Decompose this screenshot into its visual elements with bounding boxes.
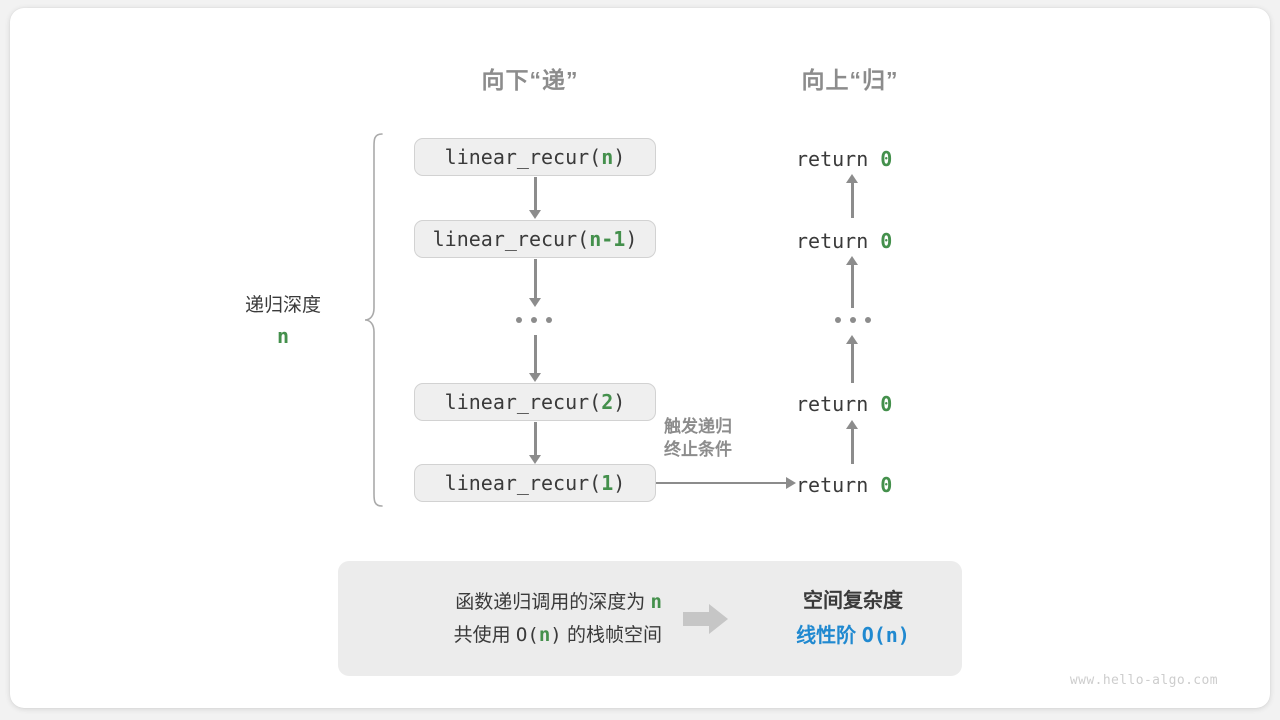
return-keyword: return	[796, 473, 869, 497]
watermark: www.hello-algo.com	[1069, 673, 1218, 688]
call-suffix: )	[613, 145, 626, 169]
recursion-depth-text: 递归深度	[244, 295, 321, 316]
summary-line-2-paren: )	[550, 623, 562, 646]
summary-result-value: 线性阶 O(n)	[744, 618, 962, 653]
summary-line-2: 共使用 O(n) 的栈帧空间	[338, 619, 662, 652]
return-value: 0	[880, 392, 893, 416]
call-suffix: )	[625, 227, 638, 251]
recursion-depth-brace	[364, 133, 383, 507]
call-suffix: )	[613, 471, 626, 495]
return-value: 0	[880, 147, 893, 171]
call-suffix: )	[613, 390, 626, 414]
summary-line-2-text: 共使用	[453, 624, 516, 646]
return-statement: return 0	[796, 147, 892, 171]
summary-line-1-n: n	[650, 590, 662, 613]
call-prefix: linear_recur(	[444, 145, 602, 169]
return-keyword: return	[796, 392, 869, 416]
dot-icon	[865, 317, 871, 323]
return-value: 0	[880, 229, 893, 253]
summary-line-2-big-o: O(	[515, 623, 539, 646]
summary-result-complexity: O(n)	[861, 623, 910, 647]
termination-line-1: 触发递归	[664, 417, 732, 436]
return-statement: return 0	[796, 473, 892, 497]
call-prefix: linear_recur(	[444, 390, 602, 414]
summary-result-prefix: 线性阶	[796, 625, 862, 647]
arrow-up-icon	[845, 174, 859, 218]
ellipsis-left	[516, 317, 552, 323]
return-statement: return 0	[796, 229, 892, 253]
return-value: 0	[880, 473, 893, 497]
call-prefix: linear_recur(	[432, 227, 590, 251]
arrow-down-icon	[528, 259, 542, 307]
call-frame-box[interactable]: linear_recur(n)	[414, 138, 656, 176]
recursion-depth-value: n	[276, 324, 290, 348]
arrow-up-icon	[845, 420, 859, 464]
call-prefix: linear_recur(	[444, 471, 602, 495]
heading-downward-recursion: 向下“递”	[481, 67, 579, 93]
call-arg: 2	[601, 390, 614, 414]
dot-icon	[850, 317, 856, 323]
call-arg: n-1	[589, 227, 626, 251]
summary-line-1-text: 函数递归调用的深度为	[455, 591, 651, 613]
termination-line-2: 终止条件	[664, 440, 732, 459]
return-keyword: return	[796, 147, 869, 171]
arrow-right-icon	[656, 476, 798, 490]
call-frame-box[interactable]: linear_recur(1)	[414, 464, 656, 502]
call-frame-box[interactable]: linear_recur(n-1)	[414, 220, 656, 258]
arrow-up-icon	[845, 256, 859, 308]
summary-arrow-container	[668, 603, 744, 635]
return-keyword: return	[796, 229, 869, 253]
call-arg: n	[601, 145, 614, 169]
summary-line-2-n: n	[538, 623, 551, 646]
return-statement: return 0	[796, 392, 892, 416]
summary-result-title: 空间复杂度	[803, 590, 903, 612]
arrow-down-icon	[528, 422, 542, 464]
summary-line-2-tail: 的栈帧空间	[561, 624, 662, 646]
summary-line-1: 函数递归调用的深度为 n	[338, 586, 662, 619]
call-frame-box[interactable]: linear_recur(2)	[414, 383, 656, 421]
summary-panel: 函数递归调用的深度为 n 共使用 O(n) 的栈帧空间 空间复杂度 线性阶 O(…	[338, 561, 962, 676]
arrow-down-icon	[528, 335, 542, 382]
dot-icon	[835, 317, 841, 323]
right-arrow-icon	[683, 603, 728, 634]
heading-upward-return: 向上“归”	[801, 67, 899, 93]
dot-icon	[531, 317, 537, 323]
recursion-depth-label: 递归深度 n	[188, 291, 378, 351]
arrow-up-icon	[845, 335, 859, 383]
arrow-down-icon	[528, 177, 542, 219]
diagram-canvas: 向下“递” 向上“归” 递归深度 n linear_recur(n) linea…	[10, 8, 1270, 708]
summary-description: 函数递归调用的深度为 n 共使用 O(n) 的栈帧空间	[338, 586, 668, 652]
dot-icon	[516, 317, 522, 323]
dot-icon	[546, 317, 552, 323]
summary-result: 空间复杂度 线性阶 O(n)	[744, 584, 962, 653]
call-arg: 1	[601, 471, 614, 495]
ellipsis-right	[835, 317, 871, 323]
termination-condition-label: 触发递归 终止条件	[664, 415, 732, 461]
